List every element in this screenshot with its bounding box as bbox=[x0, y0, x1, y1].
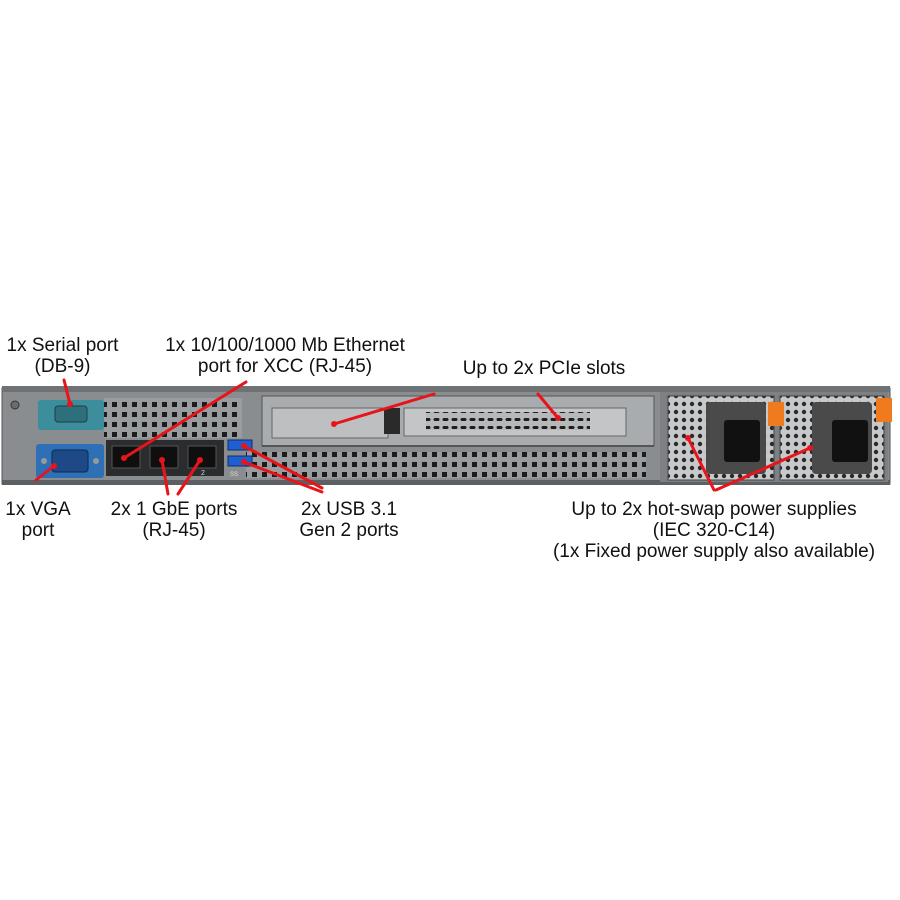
callout-serial-port: 1x Serial port (DB-9) bbox=[0, 335, 125, 377]
arrow-serial bbox=[62, 378, 72, 406]
psu-2-release-tab bbox=[876, 398, 892, 422]
psu-1-inlet bbox=[724, 420, 760, 462]
callout-serial-line2: (DB-9) bbox=[34, 356, 91, 377]
callout-xcc-line2: port for XCC (RJ-45) bbox=[197, 356, 373, 377]
arrowhead bbox=[51, 463, 57, 469]
callout-power-supplies: Up to 2x hot-swap power supplies (IEC 32… bbox=[532, 499, 896, 562]
arrow-pcie-1 bbox=[332, 392, 436, 426]
arrow-usb-1 bbox=[242, 444, 324, 490]
callout-gbe-line2: (RJ-45) bbox=[142, 520, 206, 541]
psu-1-release-tab bbox=[768, 402, 784, 426]
callout-xcc-line1: 1x 10/100/1000 Mb Ethernet bbox=[165, 335, 405, 356]
pcie-slot-latch bbox=[384, 408, 400, 434]
arrow-pcie-2 bbox=[536, 392, 560, 420]
arrowhead bbox=[331, 421, 337, 427]
callout-pcie-slots: Up to 2x PCIe slots bbox=[448, 358, 640, 379]
callout-vga-line2: port bbox=[21, 520, 55, 541]
pcie-slot-2-vent bbox=[426, 412, 590, 430]
callout-psu-line2: (IEC 320-C14) bbox=[652, 520, 776, 541]
gbe-port-2 bbox=[187, 445, 217, 469]
arrow-xcc bbox=[122, 380, 248, 460]
callout-usb-line1: 2x USB 3.1 bbox=[300, 499, 398, 520]
callout-gbe-ports: 2x 1 GbE ports (RJ-45) bbox=[96, 499, 252, 541]
arrow-gbe-2 bbox=[176, 458, 202, 496]
screw bbox=[10, 400, 20, 410]
left-vent-grille bbox=[104, 398, 242, 438]
arrowhead bbox=[241, 443, 247, 449]
serial-port bbox=[54, 405, 88, 423]
arrowhead bbox=[807, 445, 813, 451]
lan-port-2-mark: 2 bbox=[201, 470, 205, 477]
callout-vga-line1: 1x VGA bbox=[5, 499, 71, 520]
callout-arrows bbox=[34, 378, 812, 496]
callout-psu-line1: Up to 2x hot-swap power supplies bbox=[571, 499, 857, 520]
arrowhead bbox=[159, 457, 165, 463]
arrow-psu-1 bbox=[686, 436, 716, 492]
arrow-usb-2 bbox=[242, 460, 324, 494]
arrowhead bbox=[197, 457, 203, 463]
callout-usb-ports: 2x USB 3.1 Gen 2 ports bbox=[282, 499, 416, 541]
arrowhead bbox=[67, 401, 73, 407]
arrow-gbe-1 bbox=[160, 458, 170, 496]
arrowhead bbox=[241, 459, 247, 465]
usb-port-top bbox=[227, 439, 253, 451]
chassis-top-rail bbox=[2, 386, 890, 392]
usb-port-bottom bbox=[227, 455, 253, 467]
lower-vent-strip bbox=[246, 452, 646, 478]
arrow-vga bbox=[34, 464, 56, 482]
arrow-psu-2 bbox=[714, 446, 812, 492]
arrowhead bbox=[121, 455, 127, 461]
callout-pcie-line1: Up to 2x PCIe slots bbox=[462, 358, 626, 379]
callout-gbe-line1: 2x 1 GbE ports bbox=[110, 499, 238, 520]
chassis-bottom-rail bbox=[2, 480, 890, 485]
vga-port bbox=[51, 449, 89, 473]
arrowhead bbox=[555, 415, 561, 421]
psu-2-inlet bbox=[832, 420, 868, 462]
arrowhead bbox=[685, 435, 691, 441]
vga-screw-right bbox=[93, 458, 99, 464]
callout-xcc-port: 1x 10/100/1000 Mb Ethernet port for XCC … bbox=[150, 335, 420, 377]
callout-psu-line3: (1x Fixed power supply also available) bbox=[552, 541, 876, 562]
vga-screw-left bbox=[41, 458, 47, 464]
callout-vga-port: 1x VGA port bbox=[0, 499, 76, 541]
usb-ss-mark: SS bbox=[230, 472, 238, 478]
arrowheads bbox=[51, 401, 813, 469]
callout-usb-line2: Gen 2 ports bbox=[299, 520, 399, 541]
callout-serial-line1: 1x Serial port bbox=[6, 335, 119, 356]
